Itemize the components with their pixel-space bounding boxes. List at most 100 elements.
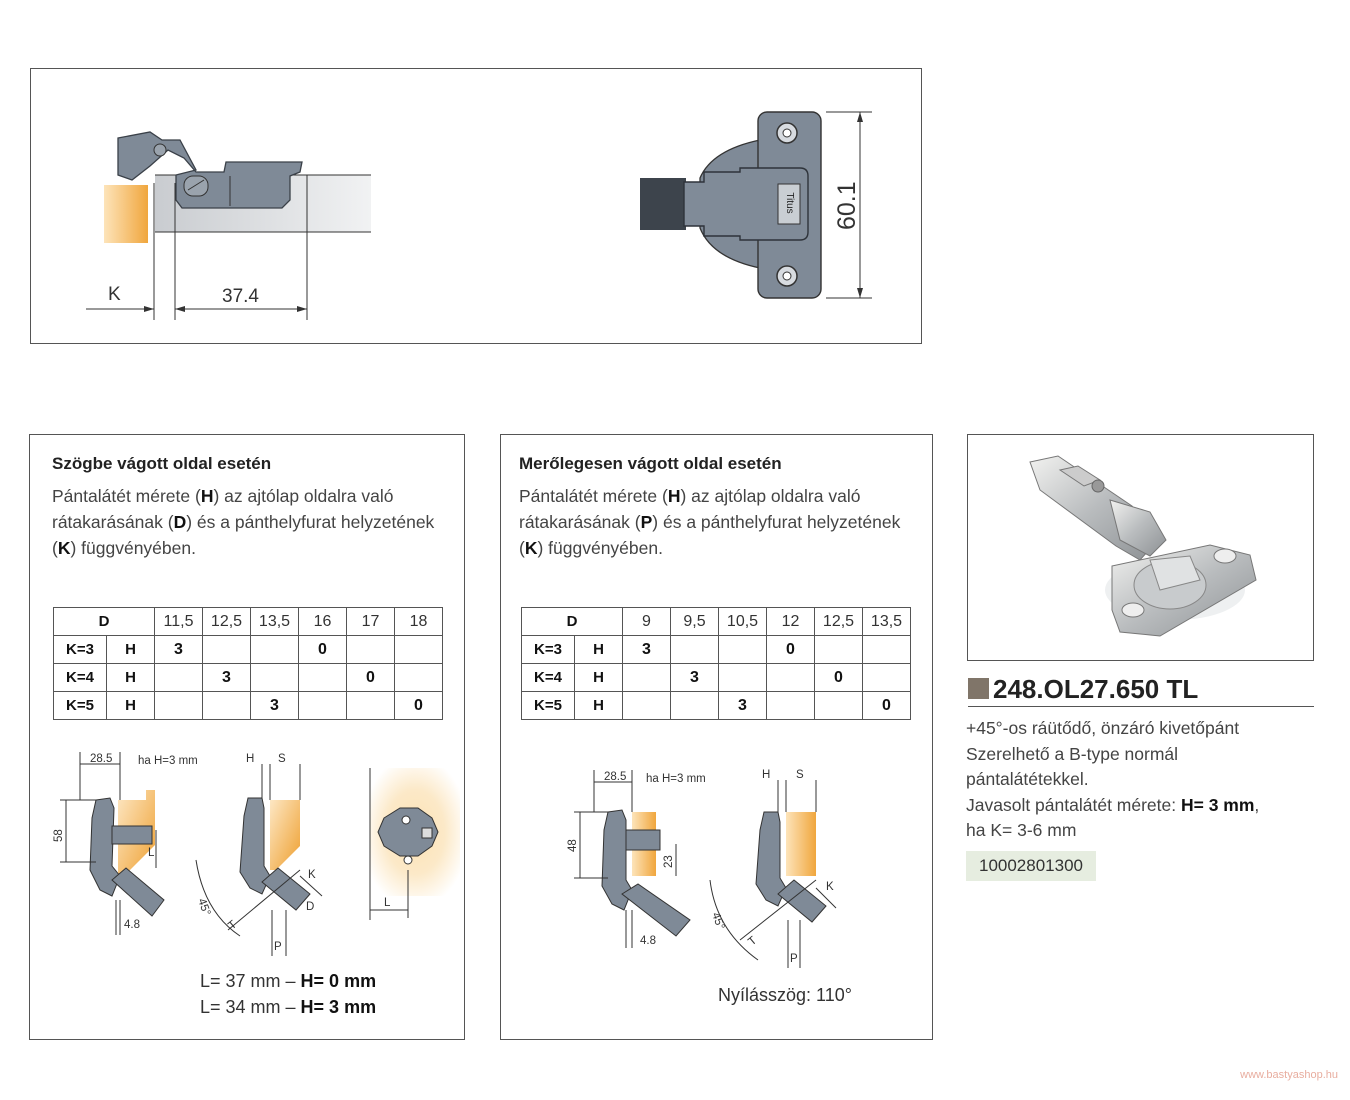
- door-panel: [104, 185, 148, 243]
- table-cell: [346, 635, 395, 664]
- hinge-photo: [1029, 455, 1257, 637]
- row-h: H: [574, 691, 623, 720]
- product-code: 248.OL27.650 TL: [993, 674, 1199, 704]
- desc-bold-k: K: [524, 538, 538, 558]
- table-cell: 0: [394, 691, 443, 720]
- table-cell: [202, 691, 251, 720]
- table-cell: 3: [670, 663, 719, 692]
- dim-l: L: [148, 847, 155, 859]
- caption-line-2: L= 34 mm – H= 3 mm: [200, 994, 376, 1020]
- table-cell: [346, 691, 395, 720]
- dim-angle: 45°: [709, 911, 726, 931]
- col-header: 16: [298, 607, 347, 636]
- desc-text: ) függvényében.: [537, 538, 663, 558]
- dim-h: H: [762, 769, 770, 781]
- row-k: K=5: [521, 691, 575, 720]
- table-row: K=5 H 3 0: [521, 691, 911, 720]
- desc-bold-d: D: [173, 512, 187, 532]
- dim-4-8: 4.8: [640, 935, 656, 947]
- table-cell: 3: [718, 691, 767, 720]
- middle-caption: Nyílásszög: 110°: [718, 985, 852, 1005]
- desc-text: Pántalátét mérete (: [519, 486, 668, 506]
- dim-23: 23: [663, 855, 675, 868]
- dim-d: D: [306, 901, 314, 913]
- product-title: 248.OL27.650 TL: [968, 674, 1198, 705]
- dim-k: K: [826, 881, 834, 893]
- middle-section-box: [500, 434, 933, 1040]
- left-section-description: Pántalátét mérete (H) az ajtólap oldalra…: [52, 483, 457, 561]
- dim-h: H: [246, 753, 254, 765]
- col-header: 12: [766, 607, 815, 636]
- desc-text: Pántalátét mérete (: [52, 486, 201, 506]
- footer-url[interactable]: www.bastyashop.hu: [1240, 1069, 1338, 1081]
- col-header: 11,5: [154, 607, 203, 636]
- desc-text: ) és a pánthelyfurat helyzetének (: [52, 512, 435, 558]
- product-desc-line: pántalátétekkel.: [966, 769, 1089, 789]
- table-cell: 0: [346, 663, 395, 692]
- table-cell: 3: [622, 635, 671, 664]
- desc-text: ) függvényében.: [70, 538, 196, 558]
- desc-text: ) és a pánthelyfurat helyzetének (: [519, 512, 901, 558]
- table-cell: [154, 663, 203, 692]
- mounting-plate-small: [377, 807, 439, 857]
- caption-line-1: L= 37 mm – H= 0 mm: [200, 968, 376, 994]
- left-diagram-1: 28.5 ha H=3 mm 58 L 4.8: [53, 752, 198, 935]
- col-header: 13,5: [250, 607, 299, 636]
- brand-stamp: Titus: [784, 192, 795, 213]
- table-cell: [202, 635, 251, 664]
- left-table: D 11,5 12,5 13,5 16 17 18 K=3 H 3 0 K=4 …: [53, 607, 443, 720]
- desc-bold-h: H: [200, 486, 214, 506]
- caption-text: L= 37 mm –: [200, 971, 301, 991]
- row-h: H: [106, 663, 155, 692]
- hinge-arm-top-view: [683, 167, 809, 241]
- left-section-title: Szögbe vágott oldal esetén: [52, 454, 272, 473]
- row-k: K=3: [521, 635, 575, 664]
- desc-bold-h: H: [667, 486, 681, 506]
- middle-section-description: Pántalátét mérete (H) az ajtólap oldalra…: [519, 483, 924, 561]
- dim-k: K: [308, 869, 316, 881]
- desc-bold-k: K: [57, 538, 71, 558]
- row-h: H: [106, 635, 155, 664]
- caption-text: L= 34 mm –: [200, 997, 301, 1017]
- hinge-arm-bar: [640, 178, 686, 230]
- desc-bold: H= 3 mm: [1180, 794, 1255, 815]
- dim-48: 48: [567, 839, 579, 852]
- table-cell: [718, 635, 767, 664]
- table-cell: 3: [154, 635, 203, 664]
- table-cell: [298, 691, 347, 720]
- table-cell: 3: [250, 691, 299, 720]
- dim-28-5: 28.5: [604, 771, 626, 783]
- table-cell: 0: [862, 691, 911, 720]
- product-desc-line: +45°-os ráütődő, önzáró kivetőpánt: [966, 718, 1240, 738]
- row-h: H: [574, 663, 623, 692]
- desc-bold-p: P: [640, 512, 653, 532]
- item-number-badge: 10002801300: [966, 851, 1096, 881]
- desc-text: ) az ajtólap oldalra való rátakarásának …: [519, 486, 861, 532]
- title-square-marker: [968, 678, 989, 699]
- row-k: K=4: [53, 663, 107, 692]
- table-cell: [862, 635, 911, 664]
- left-section-box: [29, 434, 465, 1040]
- dim-width-label: 37.4: [222, 286, 259, 307]
- dim-s: S: [796, 769, 804, 781]
- table-cell: 0: [766, 635, 815, 664]
- col-header: 12,5: [202, 607, 251, 636]
- table-row: K=3 H 3 0: [53, 635, 443, 664]
- product-desc-line: Javasolt pántalátét mérete: H= 3 mm,: [966, 793, 1326, 819]
- dim-note: ha H=3 mm: [646, 773, 706, 785]
- desc-text: Javasolt pántalátét mérete:: [966, 794, 1181, 815]
- desc-text: ,: [1254, 794, 1260, 815]
- row-k: K=5: [53, 691, 107, 720]
- product-desc-line: ha K= 3-6 mm: [966, 820, 1077, 840]
- table-cell: [766, 663, 815, 692]
- dim-angle: 45°: [195, 897, 212, 917]
- dim-4-8: 4.8: [124, 919, 140, 931]
- dim-p: P: [790, 953, 798, 965]
- dim-note: ha H=3 mm: [138, 755, 198, 767]
- row-h: H: [106, 691, 155, 720]
- caption-bold: H= 0 mm: [300, 971, 377, 991]
